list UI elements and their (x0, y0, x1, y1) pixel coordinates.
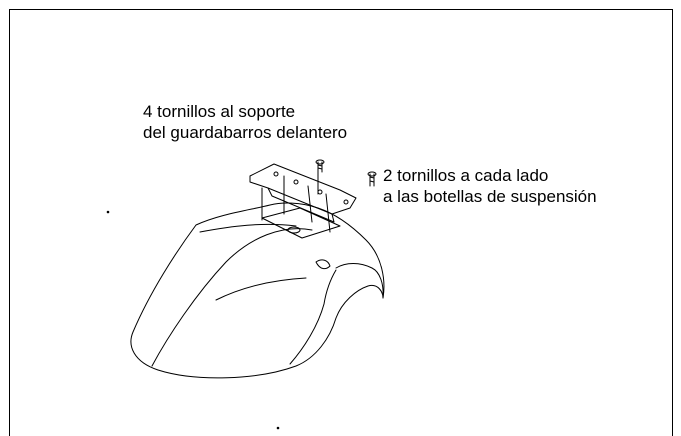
bracket-hole-3 (317, 189, 323, 195)
fender-crease-right (289, 269, 337, 365)
label-side-mount-line2: a las botellas de suspensión (383, 187, 597, 206)
bracket-fold (267, 187, 335, 223)
screw-icon-side (367, 171, 377, 187)
screw-icon-top (315, 159, 325, 173)
label-front-mount-screws: 4 tornillos al soporte del guardabarros … (143, 101, 347, 143)
fender-crease-center (215, 277, 307, 301)
border-left (9, 9, 10, 436)
fender-outline (130, 202, 385, 379)
speck-2 (276, 426, 280, 430)
guide-line-3 (307, 185, 313, 223)
fender-mount-hole (287, 226, 301, 234)
label-front-mount-line1: 4 tornillos al soporte (143, 102, 296, 121)
bracket-hole-2 (293, 179, 299, 185)
label-side-mount-screws: 2 tornillos a cada lado a las botellas d… (383, 165, 597, 207)
fender-tip-detail (315, 259, 331, 270)
fender-crease-left (199, 223, 297, 233)
bracket-hole-1 (273, 171, 279, 177)
border-right (672, 9, 673, 436)
guide-line-4 (325, 193, 331, 233)
mounting-bracket (249, 163, 357, 215)
label-front-mount-line2: del guardabarros delantero (143, 123, 348, 142)
fender-inner-edge (151, 228, 313, 367)
label-side-mount-line1: 2 tornillos a cada lado (383, 166, 549, 185)
speck-1 (106, 210, 110, 214)
bracket-hole-4 (343, 199, 349, 205)
border-top (9, 9, 673, 10)
fender-rear-flare (335, 263, 384, 299)
